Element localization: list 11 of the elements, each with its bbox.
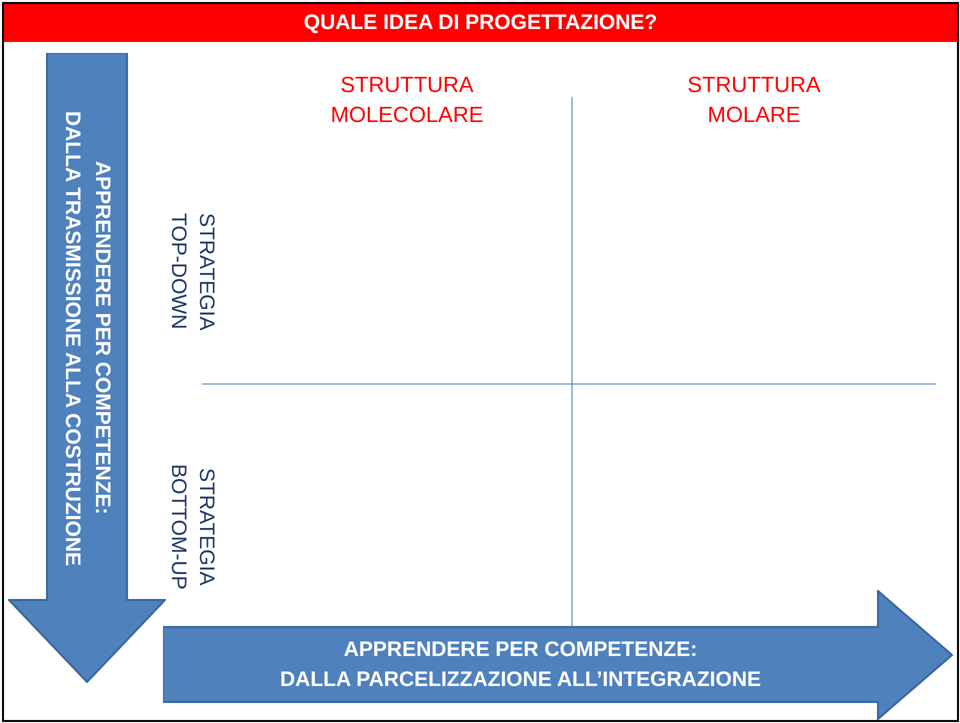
title-banner: QUALE IDEA DI PROGETTAZIONE? xyxy=(4,4,957,42)
arrow-label: DALLA TRASMISSIONE ALLA COSTRUZIONE xyxy=(60,110,85,566)
block-arrow xyxy=(8,53,166,683)
column-header: STRUTTURA MOLARE xyxy=(686,71,822,129)
row-header: STRATEGIA TOP-DOWN xyxy=(166,212,219,332)
arrow-label: DALLA PARCELIZZAZIONE ALL’INTEGRAZIONE xyxy=(280,667,762,693)
arrow-label: APPRENDERE PER COMPETENZE: xyxy=(90,161,115,515)
column-header: STRUTTURA MOLECOLARE xyxy=(330,71,484,129)
row-header: STRATEGIA BOTTOM-UP xyxy=(166,462,219,592)
arrow-label: APPRENDERE PER COMPETENZE: xyxy=(344,637,698,663)
block-arrow xyxy=(163,590,953,720)
